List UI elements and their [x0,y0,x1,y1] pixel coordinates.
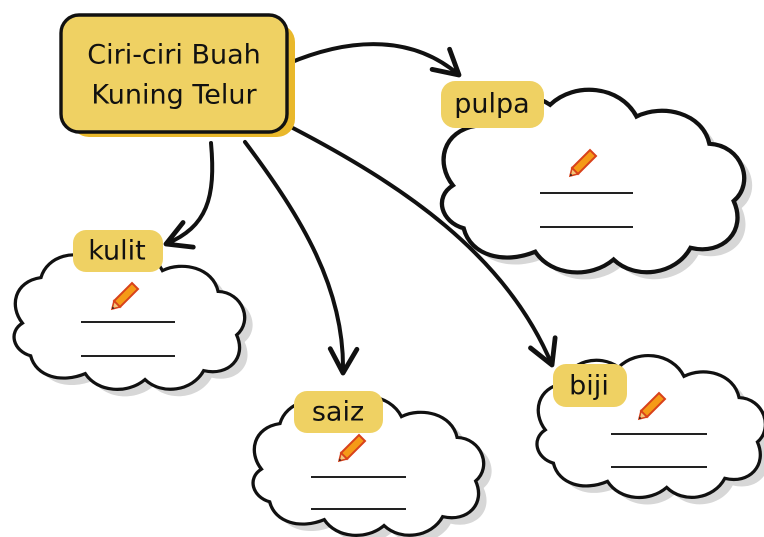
branch-node-pulpa: pulpa [441,81,753,280]
connector-arrows [163,42,558,376]
arrow-to-biji [287,124,558,368]
arrow-to-kulit [163,141,215,250]
branch-label-badge [553,364,627,407]
arrow-to-pulpa [285,42,462,78]
main-topic-box: Ciri-ciri Buah Kuning Telur [59,13,295,137]
branch-label-badge [441,81,544,128]
branch-label-biji: biji [569,371,609,402]
branch-label-kulit: kulit [88,236,146,267]
branch-label-badge [294,391,383,433]
branch-node-biji: biji [535,353,764,505]
branch-label-saiz: saiz [312,397,364,428]
arrow-to-saiz [243,140,360,376]
main-topic-line-2: Kuning Telur [91,80,257,111]
branch-label-pulpa: pulpa [454,89,529,120]
branch-node-saiz: saiz [251,391,492,537]
main-topic-line-1: Ciri-ciri Buah [87,40,261,71]
branch-node-kulit: kulit [12,230,253,397]
branch-label-badge [73,230,163,272]
